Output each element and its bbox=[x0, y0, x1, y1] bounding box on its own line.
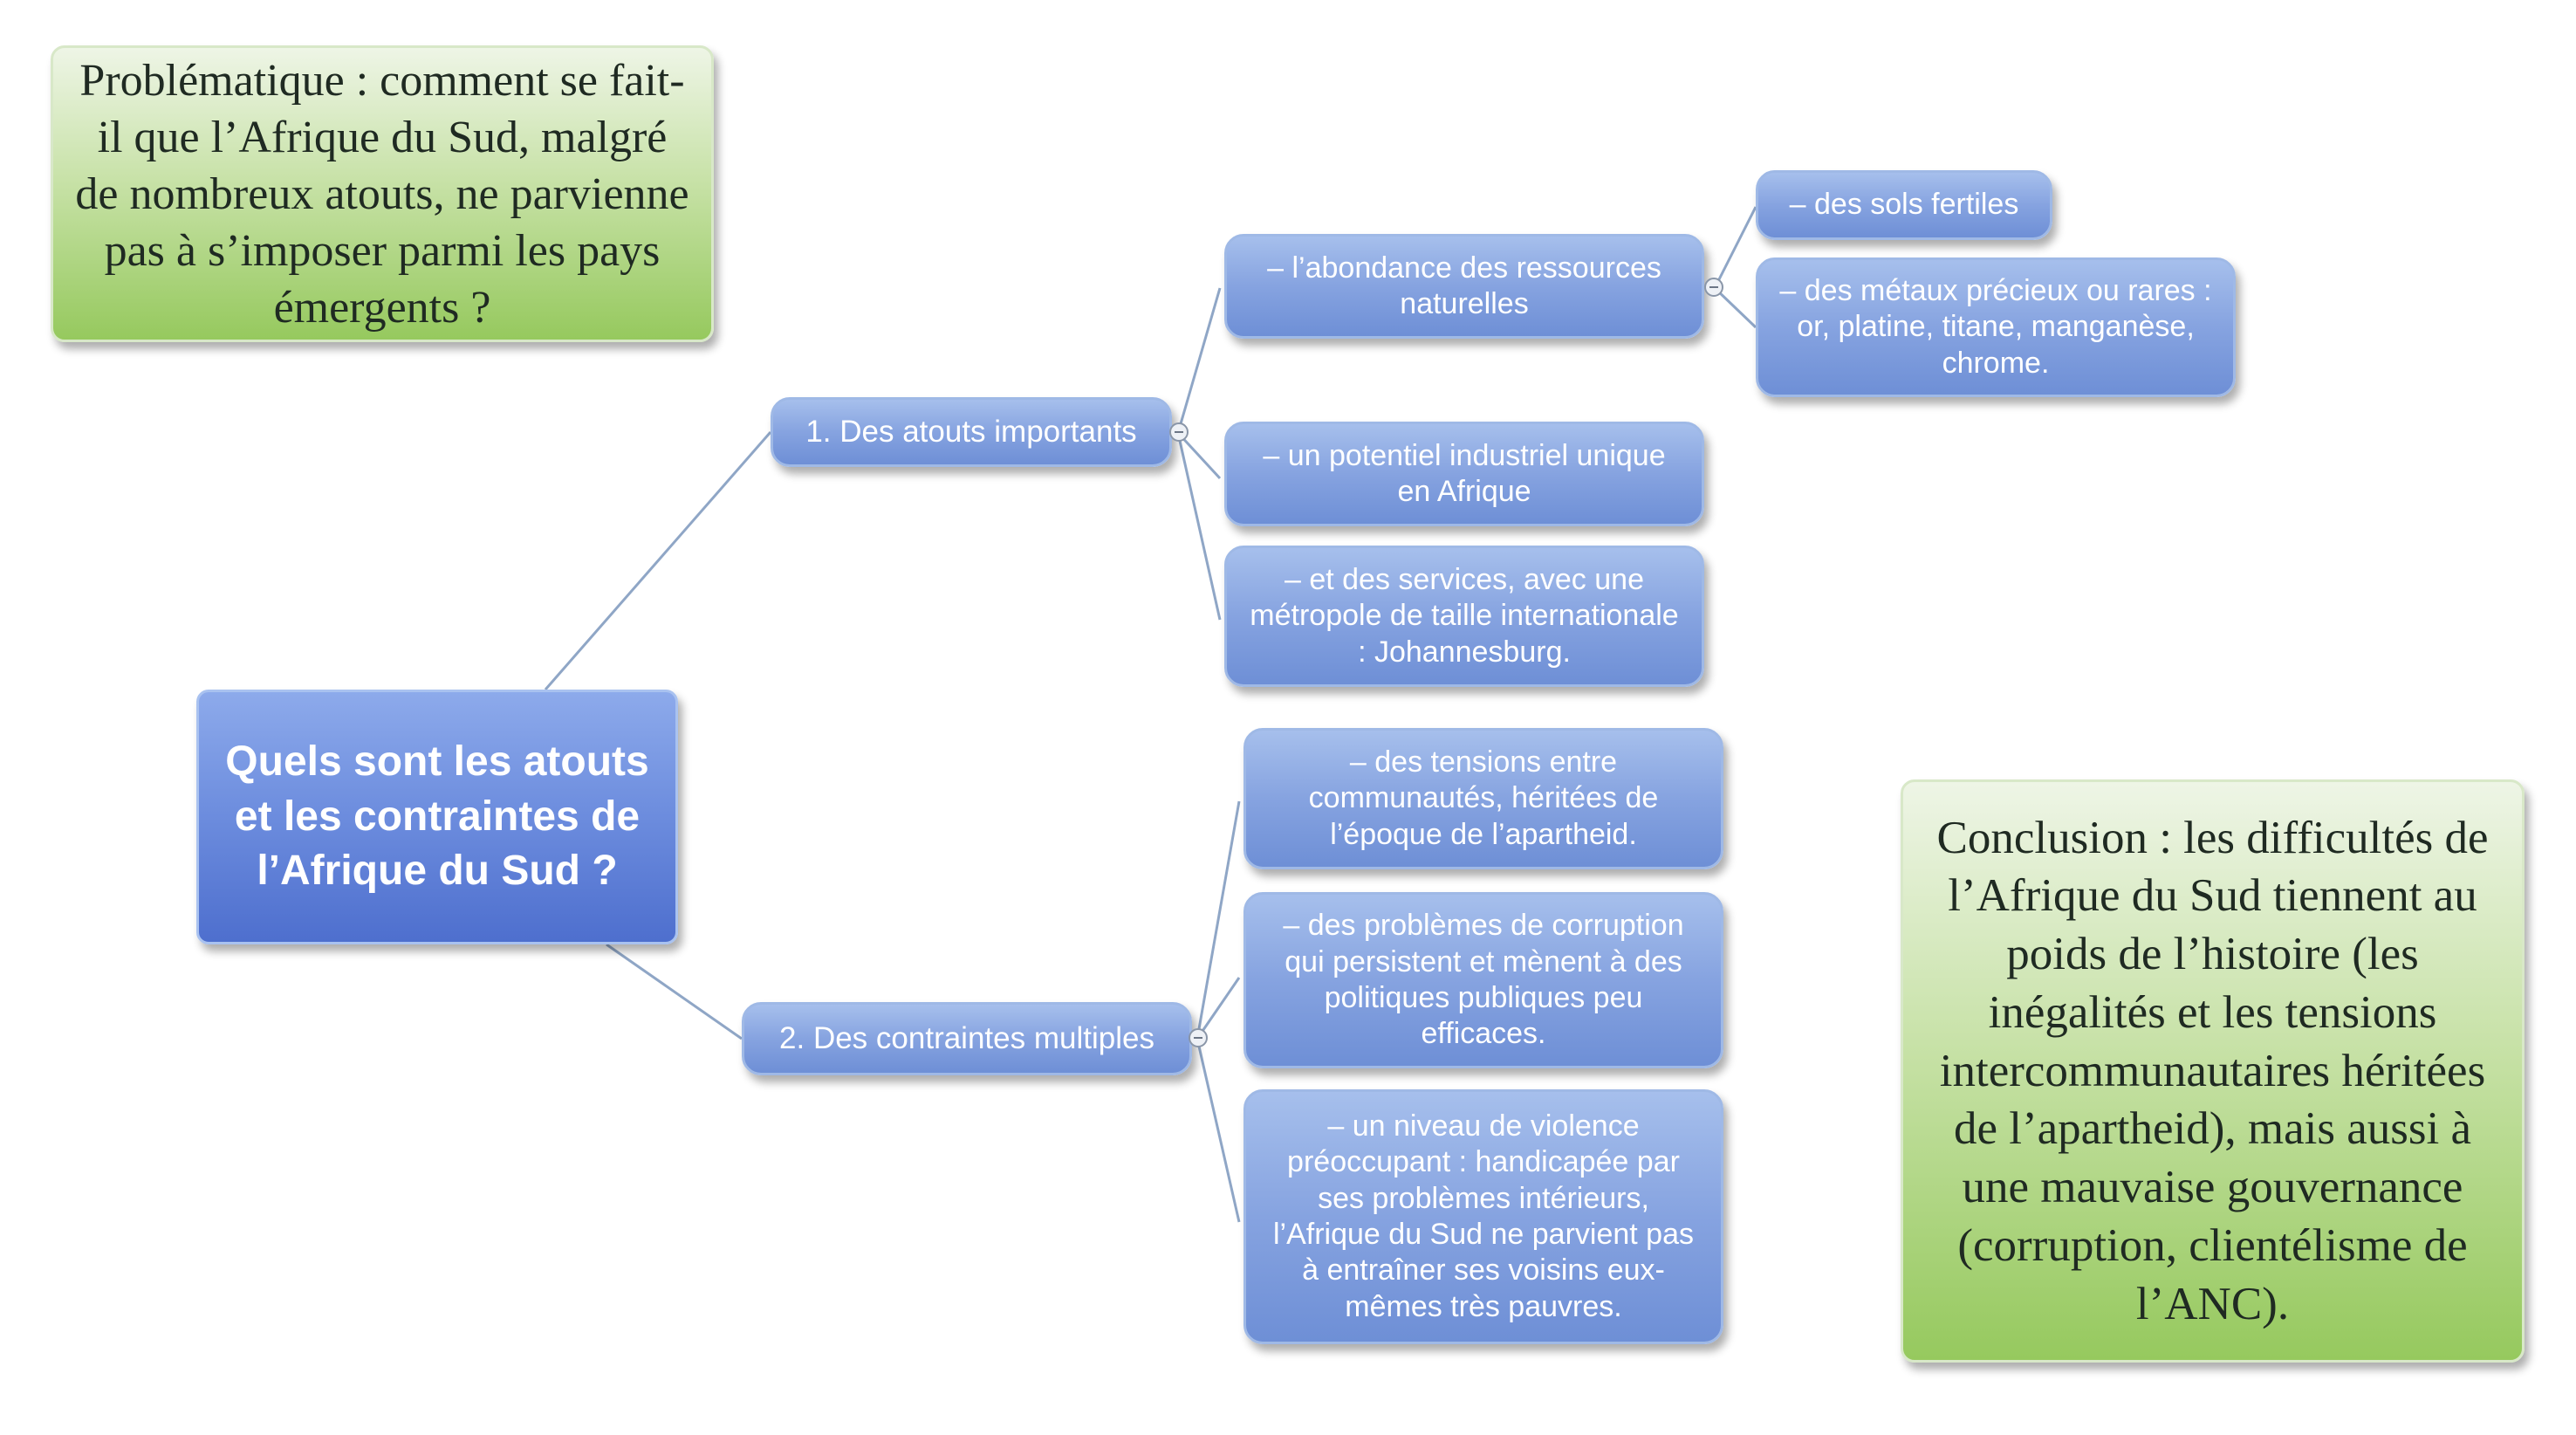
atout-services-text: – et des services, avec une métropole de… bbox=[1250, 562, 1679, 669]
collapse-icon-atouts[interactable] bbox=[1169, 422, 1189, 442]
contrainte-violence-text: – un niveau de violence préoccupant : ha… bbox=[1273, 1109, 1694, 1323]
collapse-icon-contraintes[interactable] bbox=[1189, 1028, 1208, 1047]
branch-contraintes-label: 2. Des contraintes multiples bbox=[779, 1020, 1154, 1055]
ressource-metaux[interactable]: – des métaux précieux ou rares : or, pla… bbox=[1756, 257, 2236, 397]
problem-text: Problématique : comment se fait-il que l… bbox=[75, 55, 689, 333]
ressource-sols[interactable]: – des sols fertiles bbox=[1756, 170, 2052, 240]
ressource-sols-text: – des sols fertiles bbox=[1789, 188, 2019, 222]
atout-industrie-text: – un potentiel industriel unique en Afri… bbox=[1263, 438, 1666, 508]
ressource-metaux-text: – des métaux précieux ou rares : or, pla… bbox=[1779, 273, 2212, 380]
atout-ressources-text: – l’abondance des ressources naturelles bbox=[1267, 251, 1661, 320]
contrainte-corruption-text: – des problèmes de corruption qui persis… bbox=[1283, 909, 1684, 1051]
branch-atouts[interactable]: 1. Des atouts importants bbox=[771, 397, 1172, 467]
collapse-icon-ressources[interactable] bbox=[1704, 278, 1723, 297]
atout-ressources[interactable]: – l’abondance des ressources naturelles bbox=[1224, 234, 1704, 339]
central-topic[interactable]: Quels sont les atouts et les contraintes… bbox=[196, 690, 678, 944]
problem-note: Problématique : comment se fait-il que l… bbox=[51, 45, 714, 342]
central-topic-text: Quels sont les atouts et les contraintes… bbox=[225, 738, 649, 895]
branch-contraintes[interactable]: 2. Des contraintes multiples bbox=[742, 1002, 1192, 1075]
contrainte-corruption[interactable]: – des problèmes de corruption qui persis… bbox=[1243, 892, 1723, 1068]
atout-services[interactable]: – et des services, avec une métropole de… bbox=[1224, 546, 1704, 687]
conclusion-text: Conclusion : les difficultés de l’Afriqu… bbox=[1936, 812, 2489, 1329]
contrainte-tensions-text: – des tensions entre communautés, hérité… bbox=[1308, 745, 1659, 851]
contrainte-violence[interactable]: – un niveau de violence préoccupant : ha… bbox=[1243, 1089, 1723, 1344]
atout-industrie[interactable]: – un potentiel industriel unique en Afri… bbox=[1224, 422, 1704, 526]
conclusion-note: Conclusion : les difficultés de l’Afriqu… bbox=[1901, 779, 2525, 1363]
branch-atouts-label: 1. Des atouts importants bbox=[805, 414, 1137, 449]
contrainte-tensions[interactable]: – des tensions entre communautés, hérité… bbox=[1243, 728, 1723, 869]
